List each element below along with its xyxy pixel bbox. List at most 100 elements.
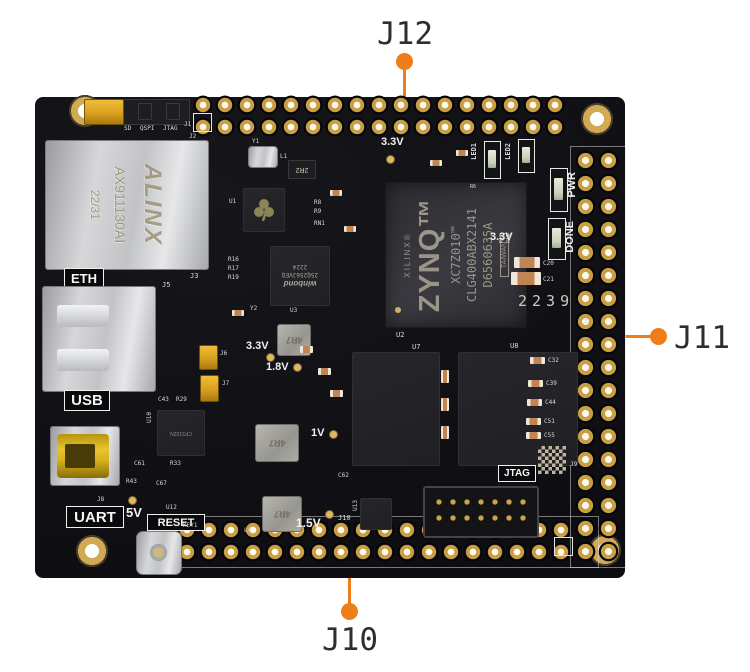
callout-j12-line [403, 68, 406, 104]
callout-j11-line [621, 335, 652, 338]
test-point-3v3-mid-label: 3.3V [246, 340, 269, 352]
silkscreen-j6: J6 [220, 350, 228, 357]
inductor-l1: 2R2 [288, 160, 316, 179]
usb-port-stamp [57, 305, 109, 327]
led1-chip [488, 150, 496, 168]
pwr-led [550, 168, 568, 212]
usb-port-stamp [57, 349, 109, 371]
smd-component [441, 398, 449, 411]
qr-code [538, 446, 566, 474]
clover-logo-icon [254, 199, 274, 222]
led2 [518, 139, 535, 173]
silkscreen-r33: R33 [170, 460, 181, 467]
test-point-1v8 [293, 363, 302, 372]
smd-capacitor [527, 399, 542, 406]
smd-component [330, 190, 342, 196]
test-point-1v5-label: 1.5V [296, 516, 321, 530]
inductor-marking: 4R7 [285, 335, 303, 345]
smd-capacitor [526, 432, 541, 439]
pin1-marker-top [193, 113, 212, 132]
silkscreen-r8: R8 [314, 199, 322, 206]
callout-j10-line [348, 576, 351, 605]
test-point-5v-label: 5V [126, 505, 142, 520]
silkscreen-r19: R19 [228, 274, 239, 281]
silkscreen-l4: L4 [244, 527, 252, 534]
silkscreen-r12: R12 [506, 234, 512, 244]
flash-chip: winbond 25Q256JVEQ 2224 [270, 246, 330, 306]
eth-port-label: ETH [64, 268, 104, 288]
mounting-hole-topright [580, 102, 614, 136]
test-point-1v-label: 1V [311, 427, 325, 439]
jtag-pins [432, 494, 530, 526]
boot-label-qspi: QSPI [140, 125, 155, 132]
silkscreen-c62: C62 [338, 472, 349, 479]
boot-label-jtag: JTAG [163, 125, 178, 132]
smd-component [318, 368, 331, 375]
smd-component [300, 346, 313, 353]
silkscreen-u13: U13 [352, 500, 359, 511]
pwr-led-label: PWR [566, 172, 578, 198]
silkscreen-c67: C67 [156, 480, 167, 487]
mini-usb-port [50, 426, 120, 486]
callout-j12-dot [396, 53, 413, 70]
small-chip-u13 [360, 498, 392, 530]
smd-capacitor [526, 418, 541, 425]
mini-usb-plug [57, 434, 109, 478]
led2-chip [522, 147, 530, 163]
jumper-j6 [199, 345, 218, 370]
jumper-j7 [200, 375, 219, 402]
jtag-connector-label: JTAG [498, 465, 536, 482]
inductor-marking: 4R7 [273, 509, 291, 519]
jumper-pin-cap [138, 103, 152, 120]
test-point-1v8-label: 1.8V [266, 361, 289, 373]
pin1-marker-bottom [554, 537, 573, 556]
silkscreen-j3: J3 [190, 272, 199, 280]
smd-component [441, 426, 449, 439]
led1-label: LED1 [470, 143, 478, 160]
silkscreen-c55: C55 [544, 432, 555, 439]
pcb-date-code: 2239 [518, 292, 575, 310]
test-point-3v3-done-label: 3.3V [490, 231, 513, 243]
silkscreen-c32: C32 [548, 357, 559, 364]
flash-chip-marking: winbond 25Q256JVEQ 2224 [281, 263, 319, 289]
silkscreen-u8: U8 [510, 342, 519, 350]
inductor-marking: 4R7 [268, 438, 286, 448]
silkscreen-u10: U10 [146, 412, 153, 423]
test-point-3v3-top-label: 3.3V [381, 136, 404, 148]
silkscreen-j5: J5 [162, 281, 171, 289]
smd-capacitor [528, 380, 543, 387]
smd-capacitor [530, 357, 545, 364]
smd-component [430, 160, 442, 166]
inductor-l1-marking: 2R2 [295, 166, 309, 173]
zynq-chip-marking: XILINX® ZYNQ™ XC7Z010™ CLG400ABX2141 D65… [403, 197, 509, 313]
silkscreen-l1: L1 [280, 153, 288, 160]
silkscreen-r6: R6 [470, 184, 477, 190]
inductor-4r7: 4R7 [255, 424, 299, 462]
pin-header-right-j11 [574, 149, 620, 563]
inductor-4r7: 4R7 [262, 496, 302, 532]
silkscreen-j9: J9 [570, 461, 578, 468]
callout-j10-label: J10 [322, 622, 378, 658]
silkscreen-r29: R29 [176, 396, 187, 403]
test-point-1v [329, 430, 338, 439]
ethernet-jack-marking: ALINX AX911130AI 22/31 [88, 164, 166, 246]
silkscreen-c43: C43 [158, 396, 169, 403]
done-led-label: DONE [564, 221, 576, 253]
silkscreen-u3: U3 [290, 307, 298, 314]
silkscreen-j10: J10 [338, 514, 351, 522]
test-point-3v3-top [386, 155, 395, 164]
boot-label-sd: SD [124, 125, 132, 132]
smd-capacitor [511, 272, 541, 285]
reset-button-label: RESET [147, 514, 205, 531]
pin1-dot [395, 307, 401, 313]
smd-component [232, 310, 244, 316]
silkscreen-c20: C20 [543, 260, 554, 267]
silkscreen-c51: C51 [544, 418, 555, 425]
callout-j10-dot [341, 603, 358, 620]
mounting-hole-bottomleft [75, 534, 109, 568]
silkscreen-u1: U1 [229, 198, 237, 205]
zynq-chip: XILINX® ZYNQ™ XC7Z010™ CLG400ABX2141 D65… [385, 182, 527, 328]
silkscreen-rn1: RN1 [314, 220, 325, 227]
test-point-5v [128, 496, 137, 505]
